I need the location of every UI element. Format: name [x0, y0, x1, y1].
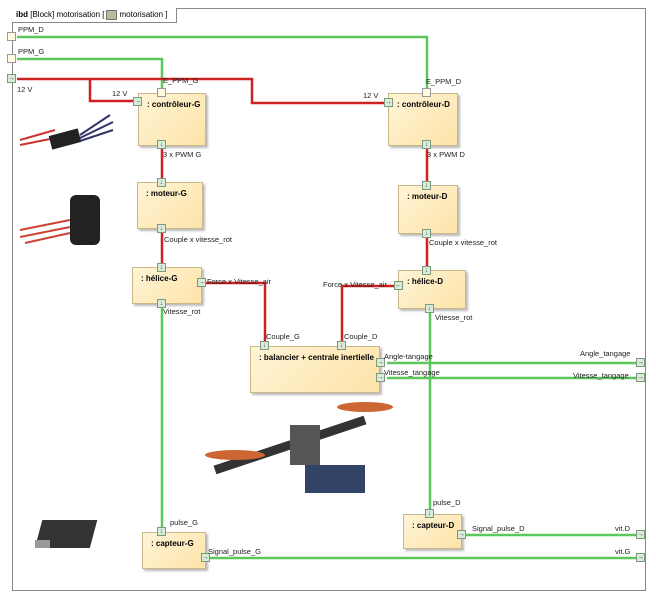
label: 3 x PWM G: [163, 150, 202, 159]
port[interactable]: →: [636, 530, 645, 539]
block-moteur-d[interactable]: : moteur-D: [398, 185, 458, 234]
port[interactable]: ↓: [422, 140, 431, 149]
port[interactable]: →: [197, 278, 206, 287]
block-helice-d[interactable]: : hélice-D: [398, 270, 466, 309]
label: 12 V: [112, 89, 128, 98]
motor-image: [19, 195, 100, 245]
label: Vitesse_rot: [163, 307, 201, 316]
label: Force x Vitesse_air: [323, 280, 388, 289]
connector-force-g[interactable]: [204, 281, 267, 344]
port[interactable]: ↓: [422, 266, 431, 275]
port-12v[interactable]: →: [7, 74, 16, 83]
port[interactable]: [157, 88, 166, 97]
label: Couple_G: [266, 332, 300, 341]
sensor-image: [35, 520, 98, 548]
port[interactable]: ↓: [157, 527, 166, 536]
label: Vitesse_rot: [435, 313, 473, 322]
port[interactable]: →: [636, 553, 645, 562]
diagram-header: ibd [Block] motorisation [motorisation ]: [12, 8, 177, 23]
port[interactable]: ↓: [157, 224, 166, 233]
port[interactable]: ↓: [157, 178, 166, 187]
port[interactable]: ↓: [157, 299, 166, 308]
port[interactable]: [422, 88, 431, 97]
block-controleur-g[interactable]: : contrôleur-G: [138, 93, 206, 146]
label-ppm-d: PPM_D: [18, 25, 44, 34]
quadcopter-image: [205, 402, 393, 493]
port-ppm-d[interactable]: [7, 32, 16, 41]
label: vit.D: [615, 524, 630, 533]
block-capteur-d[interactable]: : capteur-D: [403, 514, 462, 549]
port[interactable]: →: [636, 358, 645, 367]
label: Couple_D: [344, 332, 378, 341]
label: E_PPM_G: [163, 76, 199, 85]
port[interactable]: →: [457, 530, 466, 539]
port[interactable]: →: [636, 373, 645, 382]
label: Signal_pulse_G: [208, 547, 261, 556]
block-controleur-d[interactable]: : contrôleur-D: [388, 93, 458, 146]
esc-image: [19, 114, 114, 150]
block-helice-g[interactable]: : hélice-G: [132, 267, 202, 304]
block-balancier[interactable]: : balancier + centrale inertielle: [250, 346, 380, 393]
block-capteur-g[interactable]: : capteur-G: [142, 532, 206, 569]
port[interactable]: ↓: [422, 229, 431, 238]
label-12v: 12 V: [17, 85, 33, 94]
port[interactable]: ↓: [425, 304, 434, 313]
block-moteur-g[interactable]: : moteur-G: [137, 182, 203, 229]
label: Vitesse_tangage: [384, 368, 440, 377]
port[interactable]: ↓: [157, 140, 166, 149]
port[interactable]: ↓: [425, 509, 434, 518]
port[interactable]: ↓: [337, 341, 346, 350]
label-ppm-g: PPM_G: [18, 47, 45, 56]
label: Couple x vitesse_rot: [164, 235, 232, 244]
diagram-frame: [12, 8, 646, 591]
label: Vitesse_tangage: [573, 371, 629, 380]
connector-ppm-d[interactable]: [17, 35, 429, 90]
port[interactable]: →: [133, 97, 142, 106]
connector-12v[interactable]: [17, 77, 388, 105]
label: Force x Vitesse_air: [207, 277, 272, 286]
label: 12 V: [363, 91, 379, 100]
label: 3 x PWM D: [427, 150, 465, 159]
label: Angle-tangage: [384, 352, 433, 361]
port[interactable]: →: [201, 553, 210, 562]
label: vit.G: [615, 547, 631, 556]
port[interactable]: ↓: [260, 341, 269, 350]
label: Angle_tangage: [580, 349, 631, 358]
port-ppm-g[interactable]: [7, 54, 16, 63]
connector-force-d[interactable]: [340, 284, 396, 344]
label: Couple x vitesse_rot: [429, 238, 497, 247]
port[interactable]: ←: [394, 281, 403, 290]
connector-12v-g[interactable]: [88, 79, 137, 103]
label: pulse_G: [170, 518, 198, 527]
port[interactable]: →: [384, 98, 393, 107]
port[interactable]: ↓: [157, 263, 166, 272]
label: E_PPM_D: [426, 77, 462, 86]
port[interactable]: →: [376, 358, 385, 367]
port[interactable]: ↓: [422, 181, 431, 190]
block-icon: [106, 9, 118, 20]
label: pulse_D: [433, 498, 461, 507]
label: Signal_pulse_D: [472, 524, 525, 533]
port[interactable]: →: [376, 373, 385, 382]
